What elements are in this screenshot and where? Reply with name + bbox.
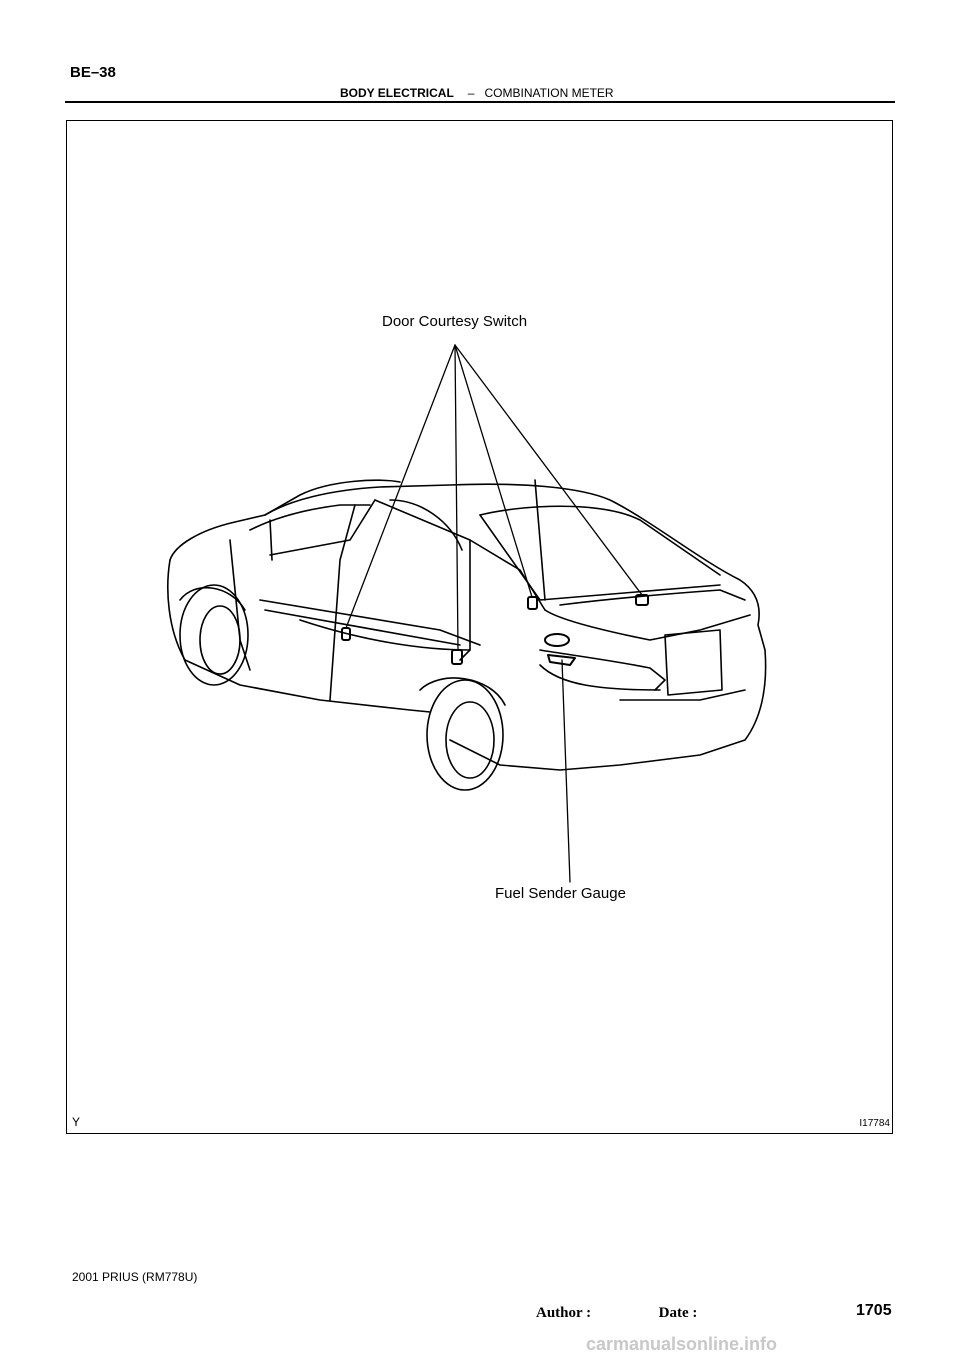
author-date-line: Author : Date : (536, 1305, 697, 1322)
subsection-title: COMBINATION METER (484, 86, 614, 100)
author-label: Author : (536, 1305, 592, 1321)
car-body-outline (167, 479, 767, 771)
header-separator: – (467, 86, 475, 100)
leader-lines (345, 344, 643, 883)
page-code: BE–38 (70, 64, 116, 81)
section-header: BODY ELECTRICAL–COMBINATION METER (340, 86, 614, 100)
page-number: 1705 (856, 1302, 892, 1319)
fuel-sender-gauge-label: Fuel Sender Gauge (495, 885, 626, 902)
door-courtesy-switch-label: Door Courtesy Switch (382, 313, 528, 330)
switch-markers (341, 594, 649, 666)
corner-mark: Y (72, 1115, 81, 1129)
figure-frame (66, 120, 893, 1134)
model-code: 2001 PRIUS (RM778U) (72, 1270, 198, 1284)
section-title: BODY ELECTRICAL (340, 86, 454, 100)
watermark: carmanualsonline.info (586, 1334, 778, 1354)
figure-id: I17784 (859, 1118, 890, 1129)
header-rule (65, 101, 895, 103)
car-wheels (179, 584, 506, 791)
date-label: Date : (658, 1305, 698, 1321)
